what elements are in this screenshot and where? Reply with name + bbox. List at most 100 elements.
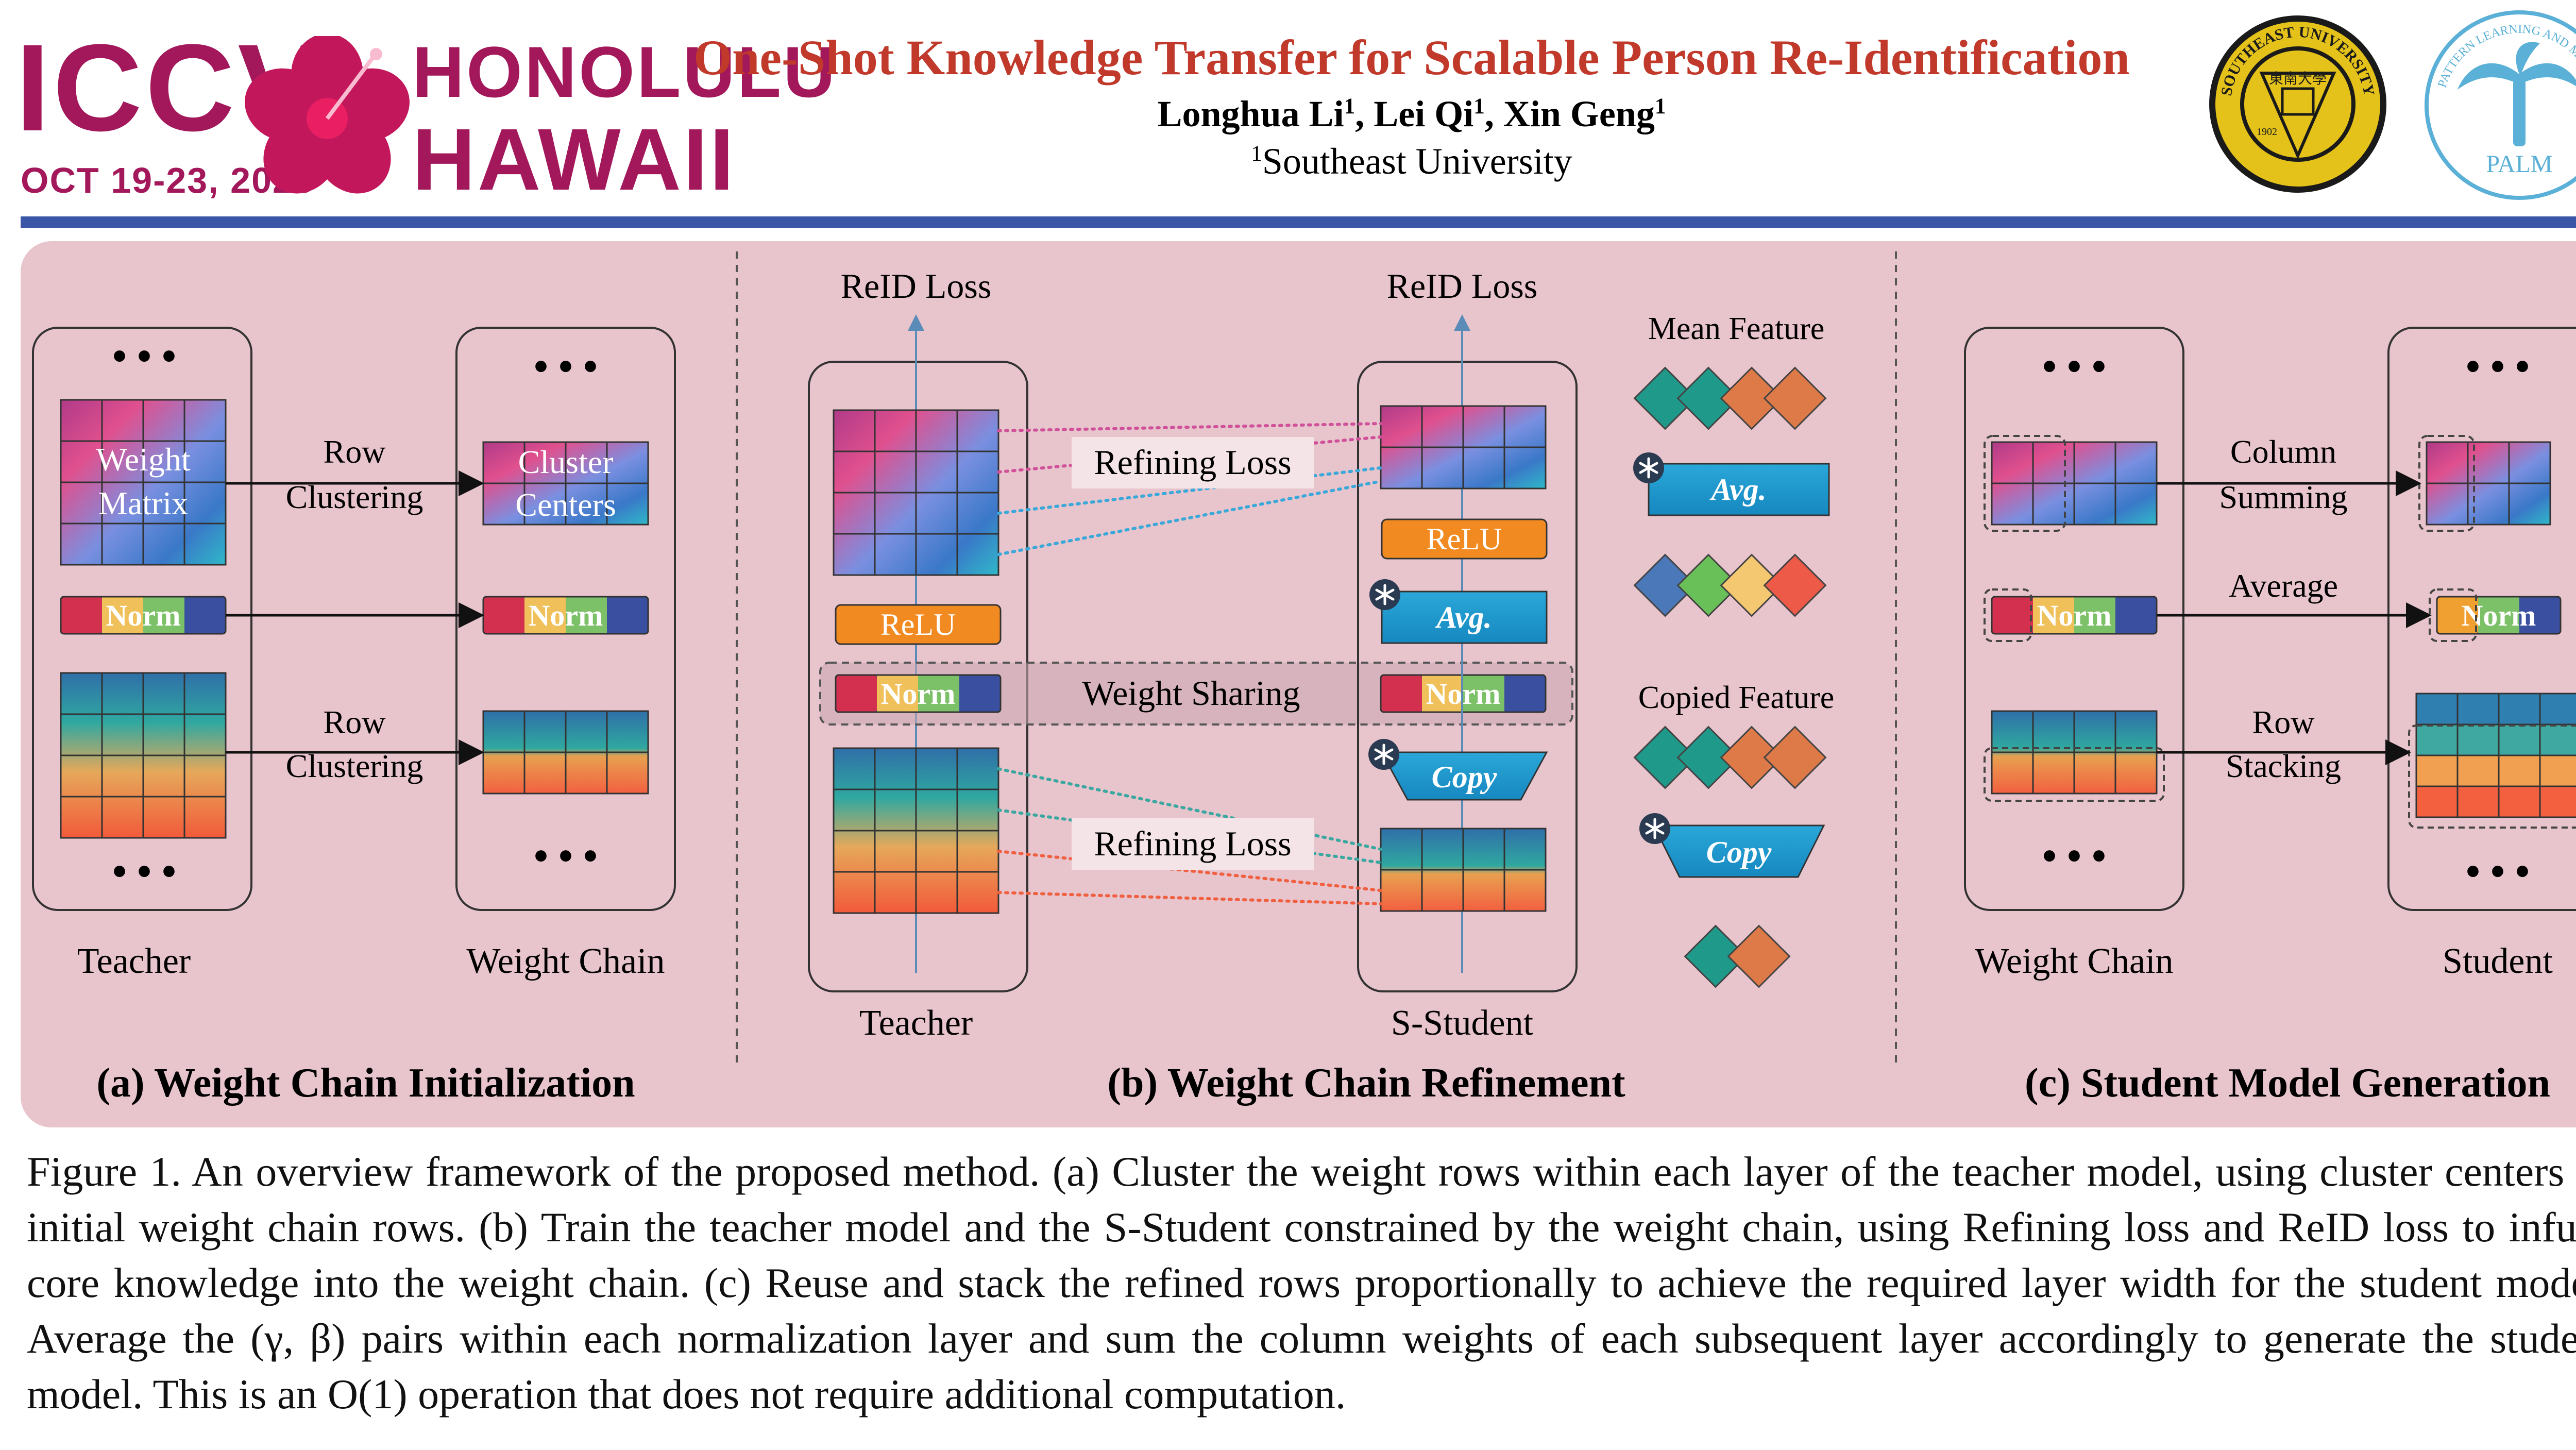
selection-box [2429, 588, 2477, 642]
ellipsis: • • • [534, 834, 598, 879]
student-row-stacked [2415, 693, 2576, 818]
avg-layer [1381, 591, 1548, 644]
author-affiliation-mark: 1 [1654, 94, 1666, 119]
paper-title: One-Shot Knowledge Transfer for Scalable… [693, 30, 2130, 85]
input-copy-diamonds [1684, 925, 1790, 988]
reid-loss-label: ReID Loss [1387, 266, 1538, 306]
weight-matrix-label: Weight [96, 441, 190, 478]
panel-b: ReID Loss ReID Loss ReLU Norm Teacher No… [808, 266, 1835, 1106]
cluster-centers-label: Centers [515, 486, 616, 523]
student-norm [2436, 596, 2562, 635]
arrow-label: Column [2230, 433, 2336, 470]
mean-feature-diamonds [1634, 367, 1826, 430]
frozen-icon [1369, 579, 1400, 610]
refining-loss-bg [1072, 437, 1314, 488]
overview-figure: • • • • • • Weight Matrix Norm Teacher •… [21, 241, 2576, 1127]
author-name: Xin Geng [1503, 93, 1655, 134]
arrow-label: Clustering [286, 479, 423, 515]
paper-authors: Longhua Li1, Lei Qi1, Xin Geng1 [1157, 93, 1666, 134]
weight-sharing-label: Weight Sharing [1082, 673, 1300, 713]
chain-matrix [1991, 441, 2158, 526]
palm-tree-icon: PATTERN LEARNING AND MINING PALM [2425, 10, 2576, 200]
frozen-icon [1368, 739, 1399, 770]
panel-c-title: (c) Student Model Generation [2025, 1060, 2550, 1106]
s-student-box [1357, 361, 1578, 992]
teacher-label: Teacher [859, 1003, 973, 1043]
arrow-label: Stacking [2226, 748, 2341, 784]
arrow-label: Row [2252, 704, 2315, 740]
relu-label: ReLU [1427, 522, 1502, 556]
s-student-label: S-Student [1391, 1003, 1534, 1043]
teacher-weight-matrix [833, 409, 999, 576]
author-affiliation-mark: 1 [1473, 94, 1485, 119]
refining-loss-links [997, 422, 1382, 905]
copy-op-label: Copy [1706, 835, 1772, 869]
copy-layer [1380, 751, 1548, 801]
cluster-centers-label: Cluster [518, 444, 614, 480]
ellipsis: • • • [112, 334, 176, 379]
relu-label: ReLU [880, 608, 956, 642]
copied-feature-label: Copied Feature [1638, 680, 1835, 715]
copy-label: Copy [1432, 760, 1497, 794]
copied-feature-diamonds [1634, 726, 1826, 789]
conference-city: HONOLULU [412, 31, 838, 112]
seal-year: 1902 [2257, 126, 2277, 138]
figure-canvas: • • • • • • Weight Matrix Norm Teacher •… [32, 251, 2576, 1106]
weight-matrix-label: Matrix [98, 485, 188, 521]
conference-state: HAWAII [412, 111, 736, 209]
seal-chinese: 東南大學 [2269, 70, 2327, 87]
selection-box [1984, 435, 2066, 532]
conference-logo: ICCV OCT 19-23, 2025 HONOLULU HAWAII [15, 21, 835, 206]
teacher-label: Teacher [77, 941, 191, 981]
student-weight-matrix [1380, 405, 1547, 490]
panel-b-title: (b) Weight Chain Refinement [1107, 1060, 1625, 1106]
student-weight-matrix-2 [1380, 828, 1547, 912]
weight-matrix [60, 399, 227, 566]
frozen-icon [1633, 452, 1664, 483]
panel-a: • • • • • • Weight Matrix Norm Teacher •… [32, 327, 676, 1106]
arrow-label: Row [324, 704, 386, 740]
university-seal-icon: SOUTHEAST UNIVERSITY 東南大學 1902 [2209, 15, 2386, 193]
norm-label: Norm [881, 677, 956, 711]
arrow-label: Average [2229, 567, 2338, 604]
ellipsis: • • • [2042, 344, 2106, 390]
arrow-label: Summing [2219, 479, 2348, 515]
weight-chain-box [455, 327, 676, 911]
ellipsis: • • • [534, 344, 598, 390]
ellipsis: • • • [2042, 834, 2106, 879]
panel-c: • • • • • • Norm Weight Chain • • • • • … [1964, 327, 2576, 1106]
input-feature-diamonds [1634, 554, 1826, 617]
teacher-weight-matrix-2 [833, 747, 999, 914]
ellipsis: • • • [2466, 849, 2530, 895]
selection-box [2408, 724, 2576, 829]
avg-op-label: Avg. [1709, 473, 1766, 507]
weight-chain-label: Weight Chain [466, 941, 665, 981]
mean-feature-label: Mean Feature [1648, 311, 1825, 346]
arrow-label: Row [324, 433, 386, 470]
student-column-summed [2426, 441, 2551, 526]
figure-caption: Figure 1. An overview framework of the p… [27, 1144, 2576, 1422]
copy-op [1652, 824, 1825, 878]
norm-label: Norm [106, 599, 181, 632]
weight-chain-label: Weight Chain [1975, 941, 2173, 981]
hibiscus-icon [245, 36, 410, 194]
author-name: Lei Qi [1374, 93, 1474, 134]
header-rule [21, 216, 2576, 228]
palm-name: PALM [2486, 150, 2553, 178]
selection-box [1984, 747, 2165, 802]
avg-label: Avg. [1434, 600, 1492, 634]
refining-loss-label: Refining Loss [1094, 824, 1291, 863]
refining-loss-label: Refining Loss [1094, 443, 1291, 482]
avg-op [1648, 463, 1830, 516]
frozen-icon [1639, 813, 1670, 844]
teacher-box [32, 327, 252, 911]
cluster-centers [482, 441, 649, 526]
poster-header: ICCV OCT 19-23, 2025 HONOLULU HAWAII One… [0, 0, 2576, 222]
arrow-label: Clustering [286, 748, 423, 784]
caption-text: Figure 1. An overview framework of the p… [27, 1148, 2576, 1418]
student-box [2387, 327, 2576, 911]
reid-loss-label: ReID Loss [841, 266, 992, 306]
author-affiliation-mark: 1 [1344, 94, 1355, 119]
norm-label: Norm [529, 599, 603, 632]
relu-layer [1381, 518, 1548, 560]
